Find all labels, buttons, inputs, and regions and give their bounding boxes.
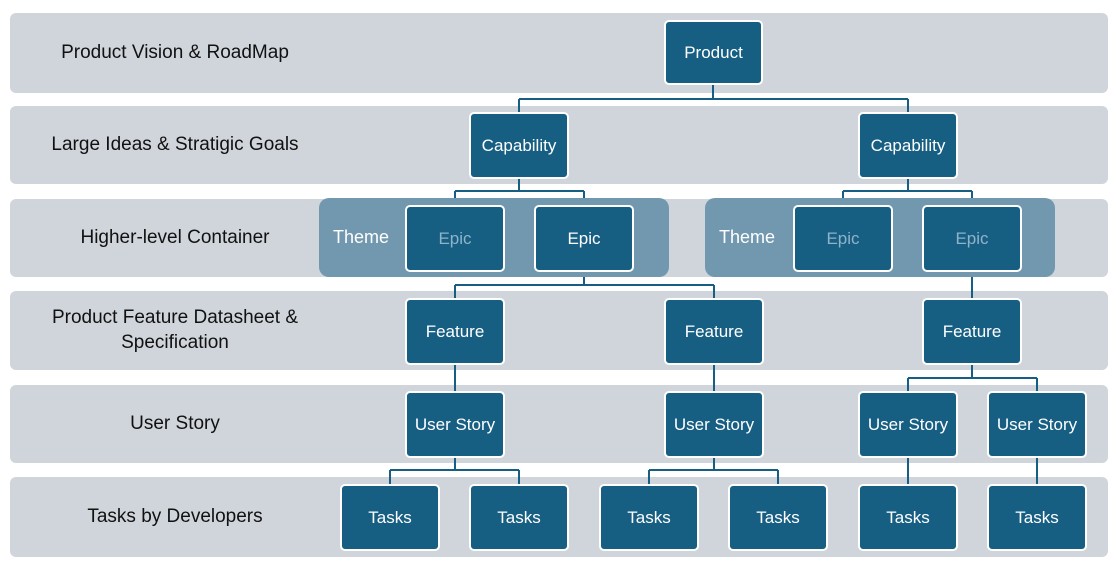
user-story-node[interactable]: User Story <box>987 391 1087 458</box>
connector <box>454 271 715 298</box>
epic-node[interactable]: Epic <box>534 205 634 272</box>
feature-node[interactable]: Feature <box>664 298 764 365</box>
user-story-node[interactable]: User Story <box>858 391 958 458</box>
level-label: Product Feature Datasheet & Specificatio… <box>51 306 299 353</box>
level-band-product-vision: Product Vision & RoadMap <box>10 13 1108 93</box>
task-node[interactable]: Tasks <box>599 484 699 551</box>
feature-node[interactable]: Feature <box>922 298 1022 365</box>
epic-node[interactable]: Epic <box>793 205 893 272</box>
level-label: Higher-level Container <box>80 226 270 248</box>
level-label: Tasks by Developers <box>87 505 263 527</box>
capability-node[interactable]: Capability <box>469 112 569 179</box>
theme-label: Theme <box>332 227 390 247</box>
feature-node[interactable]: Feature <box>405 298 505 365</box>
user-story-node[interactable]: User Story <box>664 391 764 458</box>
task-node[interactable]: Tasks <box>987 484 1087 551</box>
theme-label: Theme <box>718 227 776 247</box>
task-node[interactable]: Tasks <box>858 484 958 551</box>
connector <box>518 84 909 112</box>
connector <box>907 364 1038 391</box>
connector <box>648 457 779 485</box>
task-node[interactable]: Tasks <box>728 484 828 551</box>
connector <box>842 178 973 206</box>
task-node[interactable]: Tasks <box>340 484 440 551</box>
level-label: Large Ideas & Stratigic Goals <box>51 133 299 155</box>
capability-node[interactable]: Capability <box>858 112 958 179</box>
epic-node[interactable]: Epic <box>922 205 1022 272</box>
user-story-node[interactable]: User Story <box>405 391 505 458</box>
connector <box>389 457 520 485</box>
connector <box>454 178 585 206</box>
product-node[interactable]: Product <box>664 20 763 85</box>
level-label: Product Vision & RoadMap <box>61 41 289 63</box>
level-label: User Story <box>130 412 220 434</box>
task-node[interactable]: Tasks <box>469 484 569 551</box>
epic-node[interactable]: Epic <box>405 205 505 272</box>
